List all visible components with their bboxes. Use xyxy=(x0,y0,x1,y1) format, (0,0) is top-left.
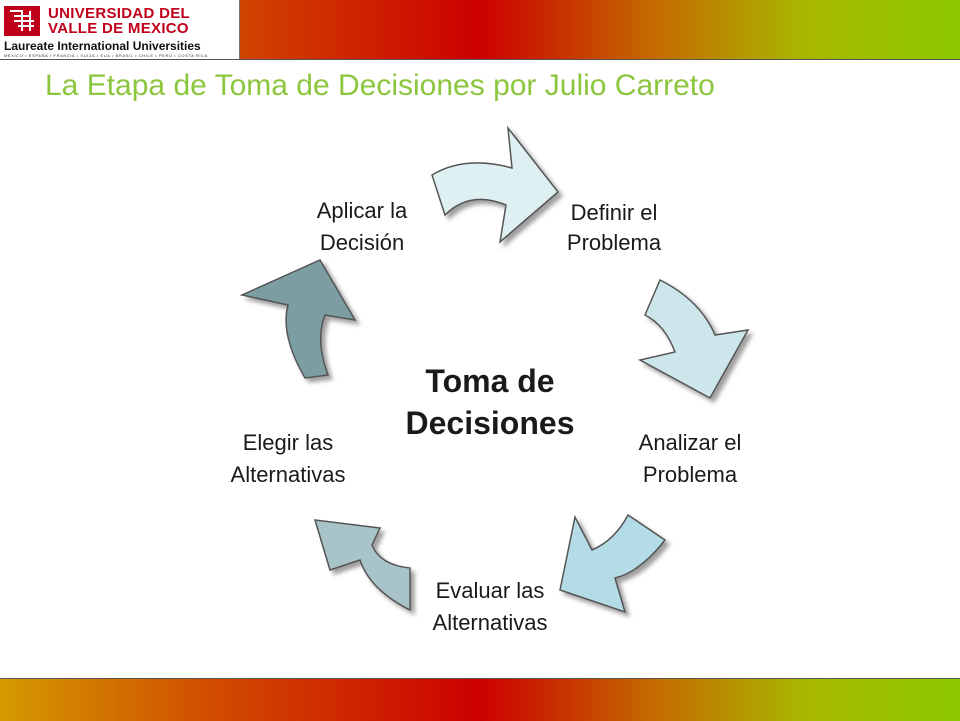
step-4-label-line1: Elegir las xyxy=(243,430,333,455)
arrow-4-shape xyxy=(313,519,411,612)
step-5-label-line2: Decisión xyxy=(320,230,404,255)
center-label-line2: Decisiones xyxy=(406,405,575,441)
step-1-label-line1: Definir el xyxy=(571,200,658,225)
logo-line2: VALLE DE MEXICO xyxy=(48,20,189,37)
step-1-label-line2: Problema xyxy=(567,230,662,255)
center-label-line1: Toma de xyxy=(425,363,554,399)
step-5-label-line1: Aplicar la xyxy=(317,198,408,223)
bottom-banner xyxy=(0,678,960,721)
slide-title: La Etapa de Toma de Decisiones por Julio… xyxy=(45,69,715,102)
arrow-5-shape xyxy=(239,259,357,379)
logo-line1: UNIVERSIDAD DEL xyxy=(48,5,191,22)
arrow-2-shape xyxy=(637,278,750,400)
step-3-label-line1: Evaluar las xyxy=(436,578,545,603)
step-2-label-line1: Analizar el xyxy=(639,430,742,455)
step-2-label-line2: Problema xyxy=(643,462,738,487)
logo-emblem-icon xyxy=(4,6,40,36)
arrow-3-shape xyxy=(559,513,667,614)
arrow-1-shape xyxy=(431,125,560,244)
step-4-label-line2: Alternativas xyxy=(231,462,346,487)
logo-line3: Laureate International Universities xyxy=(4,39,201,53)
university-logo: UNIVERSIDAD DEL VALLE DE MEXICO Laureate… xyxy=(0,0,240,59)
step-3-label-line2: Alternativas xyxy=(433,610,548,635)
decision-cycle-diagram: Toma de Decisiones Definir el Problema A… xyxy=(231,125,750,635)
logo-line4: MÉXICO • ESPAÑA • FRANCIA • SUIZA • EUA … xyxy=(4,53,208,58)
